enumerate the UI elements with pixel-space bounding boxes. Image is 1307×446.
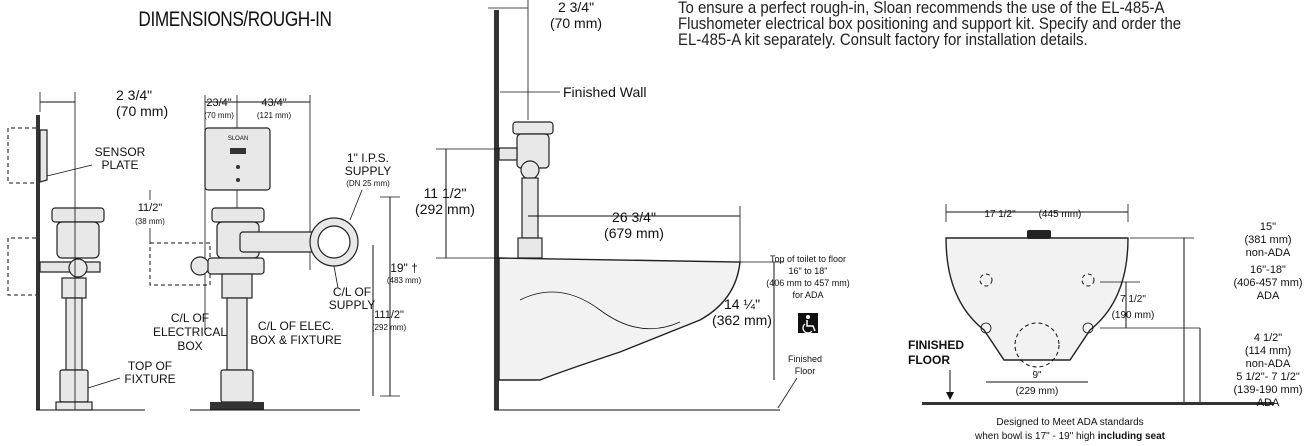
right-1618-a: 16"-18": [1250, 264, 1286, 276]
sensor-housing-outline: [7, 127, 36, 184]
dim-b-mm: (121 mm): [257, 111, 292, 120]
right-15-b: (381 mm): [1244, 234, 1291, 246]
page-title: DIMENSIONS/ROUGH-IN: [138, 8, 332, 31]
side-view: 2 3/4" (70 mm) Finished Wall 11 1/2" (29…: [415, 0, 850, 411]
sensor-module: [204, 127, 271, 191]
dim-c-mm: (38 mm): [135, 217, 165, 226]
dim-75: 7 1/2": [1120, 294, 1146, 305]
finished-wall-label: Finished Wall: [563, 84, 647, 100]
toilet-height-note-4: for ADA: [792, 290, 823, 300]
front-valve-view: 23/4" (70 mm) 43/4" (121 mm) SLOAN 1" I.…: [135, 95, 422, 411]
cl-electrical-box-label-2: ELECTRICAL: [153, 325, 227, 339]
toilet-height-note-2: 16" to 18": [789, 266, 828, 276]
right-15-a: 15": [1260, 221, 1276, 233]
left-wall: [36, 115, 40, 410]
dim-115-mid: 111/2": [374, 309, 404, 321]
dim-19-mm: (483 mm): [387, 276, 422, 285]
toilet-bowl-side: [498, 257, 741, 381]
cl-supply-label: C/L OF: [333, 285, 371, 299]
dim-a: 23/4": [206, 97, 231, 109]
side-finished-floor: Finished: [788, 354, 822, 364]
cl-supply-label-2: SUPPLY: [329, 298, 375, 312]
dim-9: 9": [1032, 370, 1042, 381]
cl-elec-fixture-label-2: BOX & FIXTURE: [250, 333, 341, 347]
side-dim-top-mm: (70 mm): [550, 15, 602, 31]
dim-c: 11/2": [138, 202, 163, 214]
right-55-a: 5 1/2"- 7 1/2": [1236, 371, 1300, 383]
dim-115-mid-mm: (292 mm): [372, 323, 407, 332]
ada-note-1: Designed to Meet ADA standards: [996, 417, 1143, 428]
right-1618-c: ADA: [1257, 290, 1280, 302]
front-finished-floor-2: FLOOR: [908, 353, 950, 367]
brand-label: SLOAN: [228, 136, 248, 142]
sensor-plate-label: SENSOR: [95, 145, 146, 159]
left-dim-top-mm: (70 mm): [116, 103, 168, 119]
electrical-box-outline: [7, 237, 36, 296]
sensor-plate-label-2: PLATE: [101, 158, 138, 172]
ips-supply-label-2: SUPPLY: [345, 164, 391, 178]
note-line-2: Flushometer electrical box positioning a…: [678, 14, 1182, 33]
rough-in-note: To ensure a perfect rough-in, Sloan reco…: [678, 0, 1241, 48]
front-bowl-view: 17 1/2" (445 mm) 9" (229 mm) 7 1/2" (190…: [908, 204, 1303, 442]
right-45-a: 4 1/2": [1254, 332, 1282, 344]
cl-electrical-box-label: C/L OF: [171, 311, 209, 325]
top-of-fixture-label: TOP OF: [128, 359, 172, 373]
toilet-height-note-3: (406 mm to 457 mm): [766, 278, 850, 288]
ada-note-2: when bowl is 17" - 19" high including se…: [974, 431, 1166, 442]
right-45-c: non-ADA: [1246, 358, 1291, 370]
dim-175: 17 1/2": [984, 209, 1016, 220]
left-dim-top: 2 3/4": [116, 87, 152, 103]
right-1618-b: (406-457 mm): [1233, 277, 1302, 289]
dim-9-mm: (229 mm): [1016, 386, 1059, 397]
side-dim-top: 2 3/4": [558, 0, 594, 15]
ips-supply-label: 1" I.P.S.: [347, 151, 389, 165]
cl-elec-fixture-label: C/L OF ELEC.: [258, 319, 334, 333]
note-line-3: EL-485-A kit separately. Consult factory…: [678, 30, 1088, 49]
side-dim-1425: 14 ¼": [724, 296, 760, 312]
right-55-b: (139-190 mm): [1233, 384, 1302, 396]
side-dim-115-mm: (292 mm): [415, 201, 475, 217]
toilet-bowl-front: [945, 237, 1129, 361]
top-of-fixture-label-2: FIXTURE: [124, 372, 175, 386]
side-finished-floor-2: Floor: [795, 366, 816, 376]
right-15-c: non-ADA: [1246, 247, 1291, 259]
dim-75-mm: (190 mm): [1112, 310, 1155, 321]
dim-19: 19" †: [390, 261, 418, 275]
dim-175-mm: (445 mm): [1039, 209, 1082, 220]
side-wall: [494, 10, 499, 410]
dim-a-mm: (70 mm): [204, 111, 234, 120]
toilet-height-note-1: Top of toilet to floor: [770, 254, 846, 264]
side-dim-2675: 26 3/4": [612, 209, 656, 225]
wheelchair-accessibility-icon: [798, 313, 818, 334]
cl-electrical-box-label-3: BOX: [177, 339, 202, 353]
right-55-c: ADA: [1257, 397, 1280, 409]
right-45-b: (114 mm): [1245, 345, 1291, 357]
front-finished-floor: FINISHED: [908, 338, 964, 352]
side-dim-1425-mm: (362 mm): [712, 312, 772, 328]
ips-supply-label-3: (DN 25 mm): [346, 179, 390, 188]
left-view: 2 3/4" (70 mm) SENSOR PLATE TOP OF FIXTU…: [7, 87, 176, 411]
side-dim-2675-mm: (679 mm): [604, 225, 664, 241]
finished-floor-line: [922, 402, 1274, 405]
dim-b: 43/4": [261, 97, 286, 109]
note-line-1: To ensure a perfect rough-in, Sloan reco…: [678, 0, 1165, 17]
side-dim-115: 11 1/2": [424, 185, 467, 201]
